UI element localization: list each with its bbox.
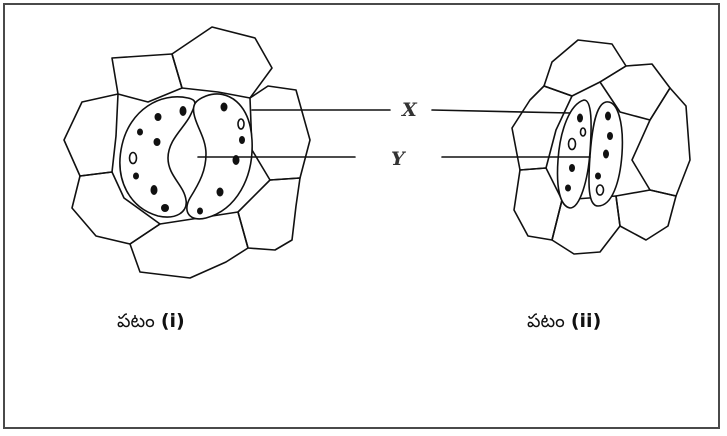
epidermal-cell (543, 39, 627, 97)
caption-number: (i) (160, 310, 185, 332)
guard-cell-left (119, 96, 196, 218)
epidermal-cell (513, 167, 563, 241)
label-x: X (401, 99, 418, 121)
guard-cell-left (556, 99, 592, 209)
caption-word: పటం (117, 310, 155, 332)
caption-word: పటం (527, 310, 565, 332)
figure-frame (3, 3, 720, 429)
epidermal-cell (71, 171, 161, 245)
epidermal-cell (129, 211, 249, 279)
pointer-line-x-right (431, 109, 571, 114)
epidermal-cell (237, 177, 301, 251)
caption-figure-ii: పటం (ii) (527, 310, 601, 337)
epidermal-cell (171, 26, 273, 99)
open-stoma-figure (63, 26, 311, 279)
caption-figure-i: పటం (i) (117, 310, 185, 337)
caption-number: (ii) (570, 310, 602, 332)
epidermal-cell (551, 195, 621, 255)
epidermal-cell (63, 93, 119, 177)
closed-stoma-figure (511, 39, 691, 255)
epidermal-cell (511, 85, 573, 171)
label-y: Y (391, 148, 407, 170)
epidermal-cell (631, 87, 691, 197)
epidermal-cell (615, 189, 677, 241)
epidermal-cell (249, 85, 311, 181)
epidermal-cell (111, 53, 183, 103)
